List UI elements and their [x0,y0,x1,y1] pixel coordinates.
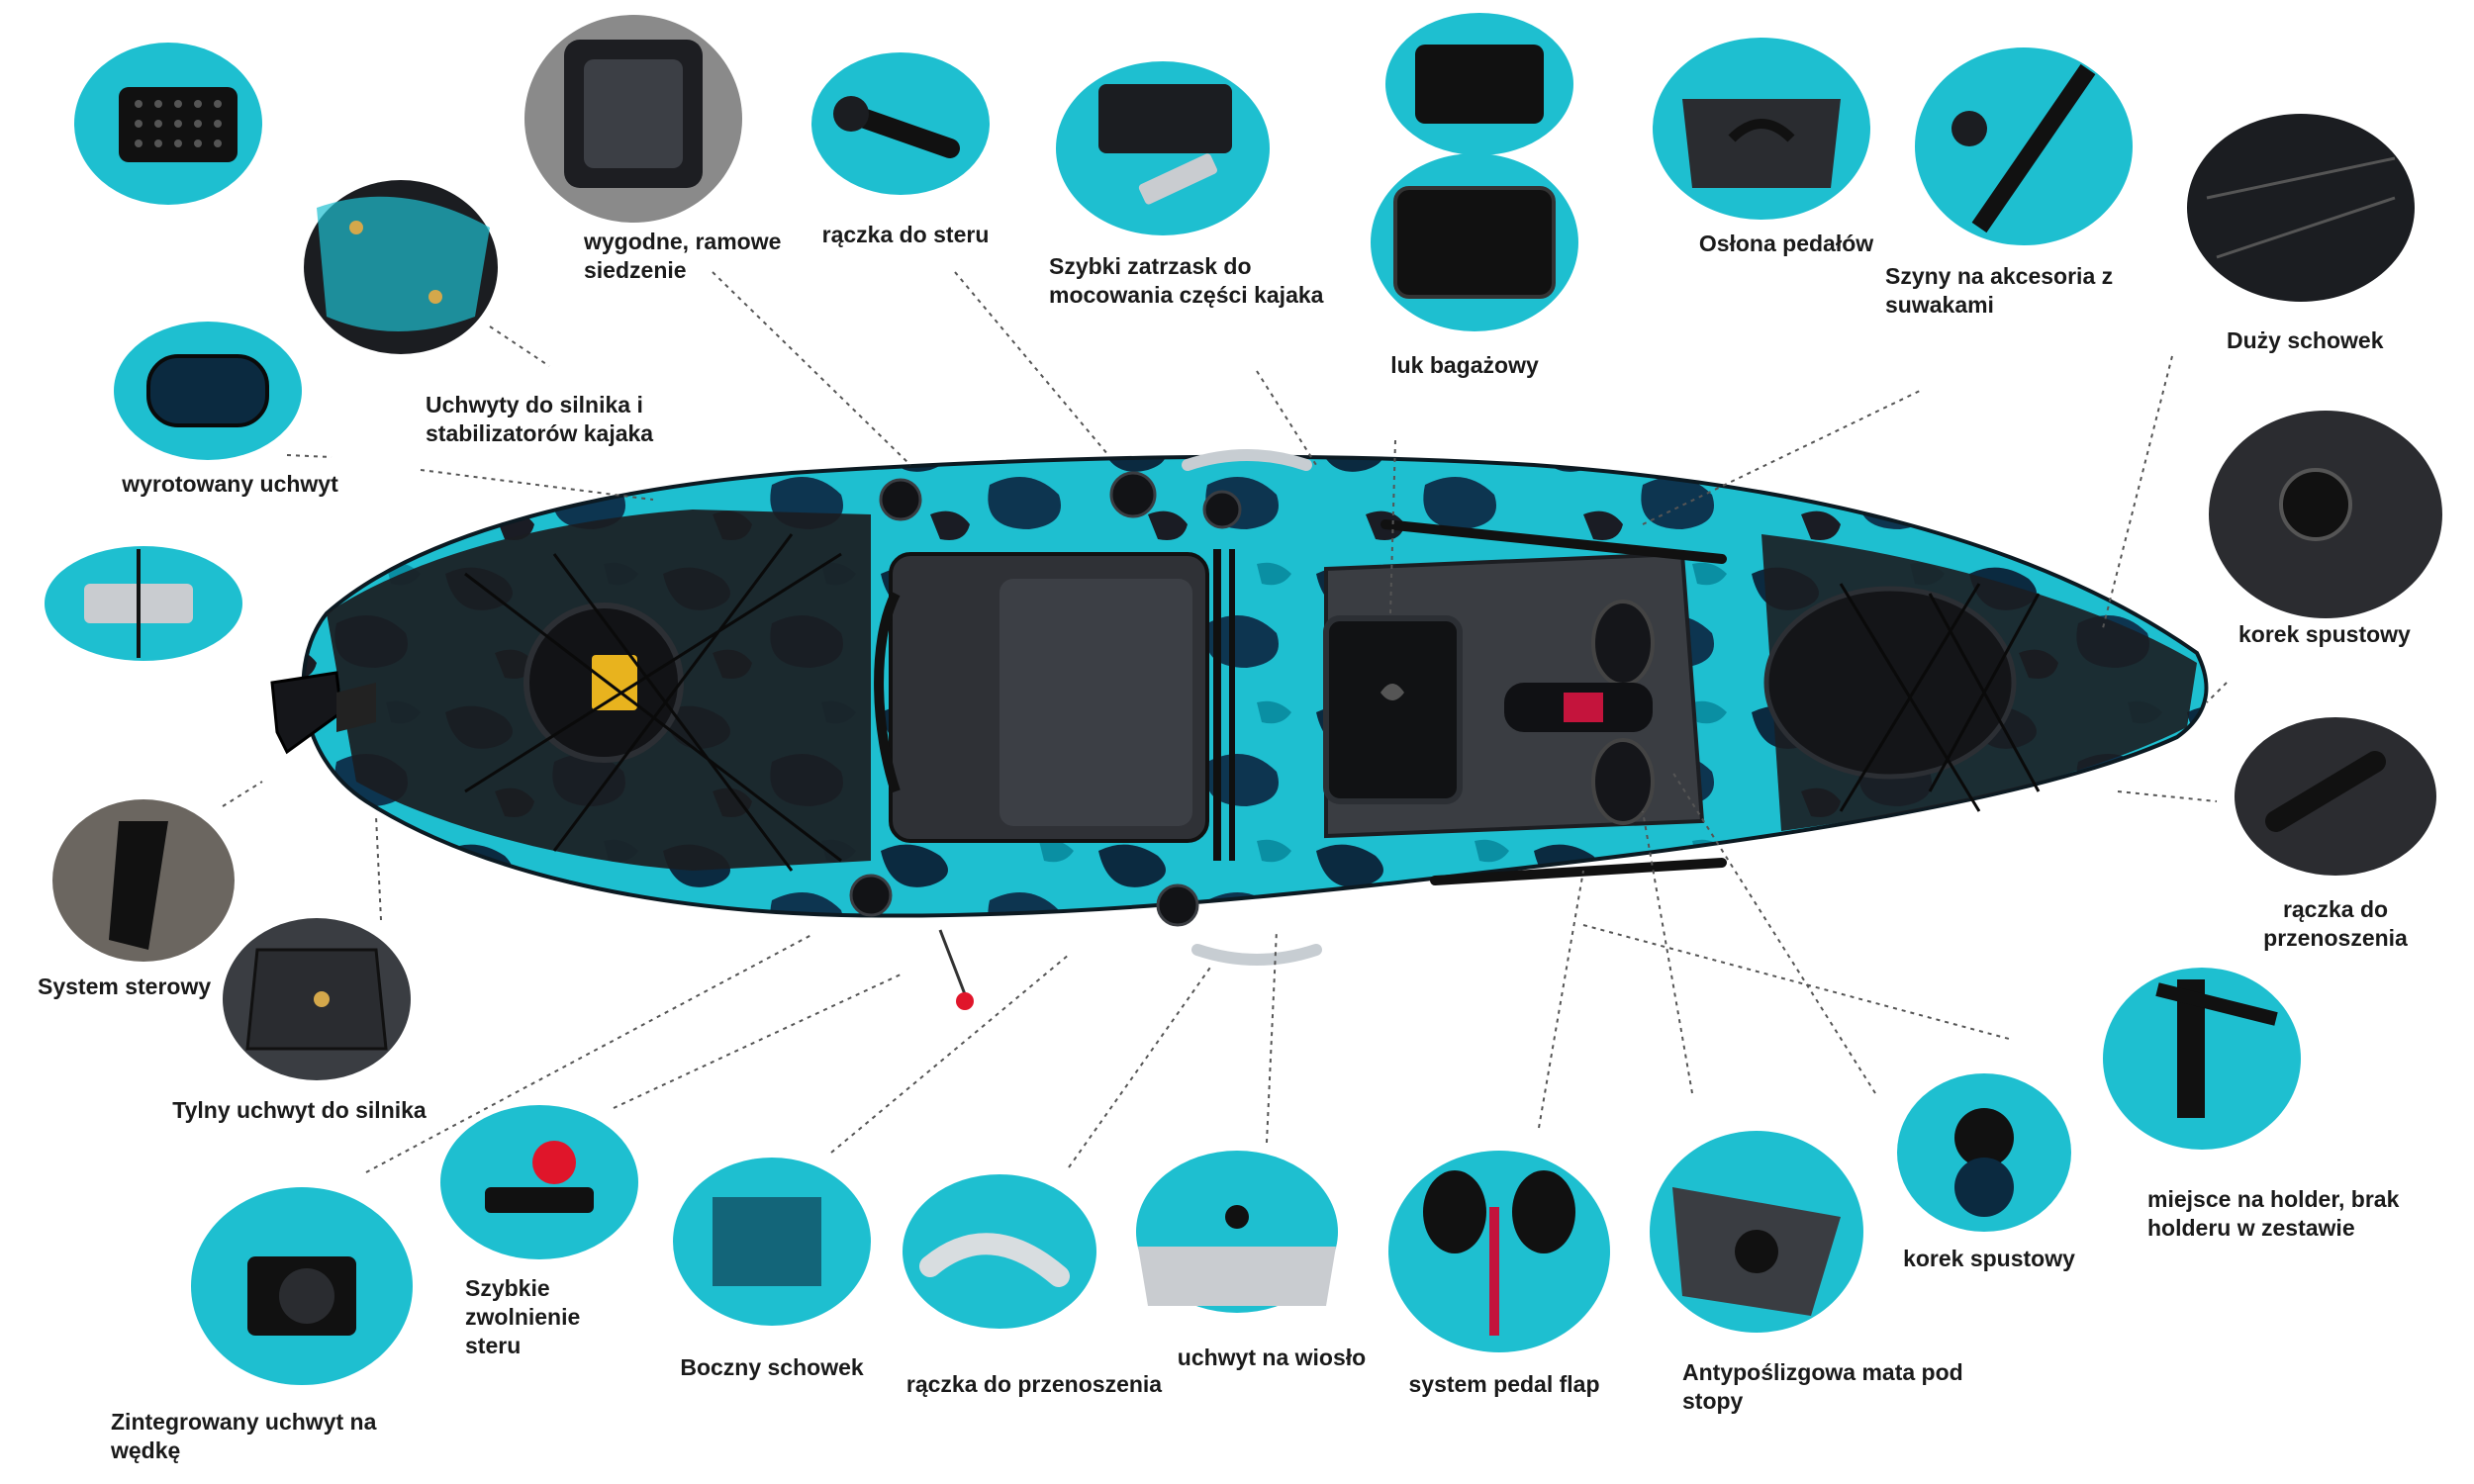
thumb-quick-latch-left [45,546,242,661]
label-carry-handle-right: rączka do przenoszenia [2263,896,2408,951]
label-foot-mat: Antypoślizgowa mata pod stopy [1682,1359,1963,1414]
label-pedal-cover: Osłona pedałów [1698,231,1874,256]
label-pedal-flap: system pedal flap [1408,1371,1600,1397]
thumb-recessed-handle [114,322,302,460]
thumb-integrated-rod-holder [191,1187,413,1385]
thumb-carry-handle-bottom [903,1174,1096,1329]
rod-holders [849,471,1242,927]
thumb-motor-stabilizer-mounts [304,180,498,354]
label-drain-plug-right: korek spustowy [2238,621,2411,647]
thumb-side-storage [673,1158,871,1326]
accessory-rail-bottom [1430,858,1727,885]
label-large-storage: Duży schowek [2227,327,2384,353]
thumb-quick-rudder-release [440,1105,638,1259]
accessory-rail-top [1380,519,1727,564]
frame-seat [874,549,1235,861]
feature-thumbnails [45,13,2442,1385]
pedal-flap-system [1504,600,1655,825]
leader-lines [222,271,2228,1173]
thumb-paddle-holder [1136,1151,1338,1313]
label-quick-latch: Szybki zatrzask do mocowania części kaja… [1049,253,1324,308]
label-rudder-system: System sterowy [38,974,212,999]
thumb-carry-handle-right [2235,717,2436,876]
thumb-molded-handle [74,43,262,205]
label-drain-plug-bottom: korek spustowy [1903,1246,2075,1271]
carry-handle-bottom [1191,944,1322,966]
thumb-rear-motor-mount [223,918,411,1080]
rudder-release-knob [938,929,974,1010]
label-side-storage: Boczny schowek [680,1354,864,1380]
bow-storage-hatch [1763,586,2017,780]
thumb-rudder-handle [811,52,990,195]
thumb-cargo-hatch [1371,13,1578,331]
rudder-assembly [270,671,376,755]
label-rudder-handle: rączka do steru [821,222,990,247]
thumb-drain-plug-right [2209,411,2442,618]
thumb-pedal-flap [1388,1151,1610,1352]
thumb-frame-seat [524,15,742,223]
label-quick-rudder-release: Szybkie zwolnienie steru [465,1275,581,1358]
bungee-cords [464,533,2041,872]
label-carry-handle-bottom: rączka do przenoszenia [905,1371,1163,1397]
label-integrated-rod-holder: Zintegrowany uchwyt na wędkę [111,1409,377,1463]
thumb-pedal-cover [1653,38,1870,220]
thumb-rudder-system [52,799,235,962]
label-paddle-holder: uchwyt na wiosło [1177,1345,1367,1370]
label-cargo-hatch: luk bagażowy [1390,352,1539,378]
label-holder-spot: miejsce na holder, brak holderu w zestaw… [2147,1186,2400,1241]
cargo-hatch [1323,615,1463,804]
thumb-foot-mat [1650,1131,1863,1333]
label-motor-stabilizer-mounts: Uchwyty do silnika i stabilizatorów kaja… [426,392,654,446]
thumb-quick-latch-top [1056,61,1270,235]
label-accessory-rails: Szyny na akcesoria z suwakami [1885,263,2114,318]
thumb-large-storage [2187,114,2415,302]
thumb-holder-mount [2103,968,2301,1150]
label-rear-motor-mount: Tylny uchwyt do silnika [172,1097,427,1123]
label-frame-seat: wygodne, ramowe siedzenie [584,229,782,283]
thumb-drain-plug-bottom [1897,1073,2071,1232]
thumb-accessory-rails [1915,47,2133,245]
carry-handle-top [1182,449,1312,471]
label-recessed-handle: wyrotowany uchwyt [122,471,338,497]
